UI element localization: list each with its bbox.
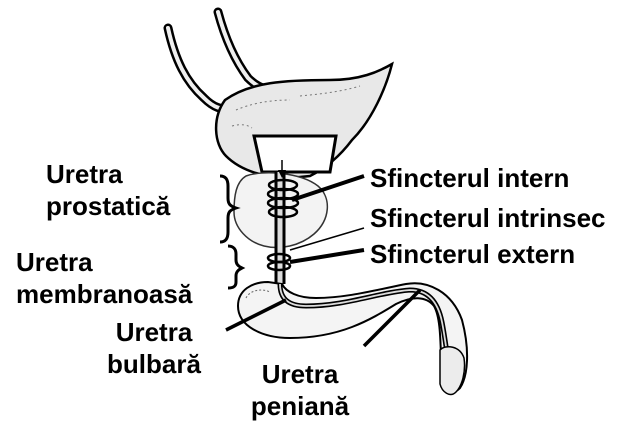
label-uretra-prostatica-line1: Uretra [46, 160, 170, 188]
label-uretra-prostatica-line2: prostatică [46, 192, 170, 220]
label-uretra-bulbara: Uretra bulbară [88, 318, 220, 378]
label-uretra-bulbara-line1: Uretra [88, 318, 220, 346]
leader-sfincter-extern [290, 250, 364, 262]
label-sfincterul-intern: Sfincterul intern [370, 164, 569, 192]
bracket-prostatic [220, 176, 236, 242]
label-uretra-peniana-line2: peniană [240, 392, 360, 420]
label-uretra-peniana-line1: Uretra [240, 360, 360, 388]
right-ureter [218, 12, 268, 90]
bladder-neck-window [254, 136, 336, 172]
left-ureter [168, 28, 230, 109]
label-uretra-membranoasa: Uretra membranoasă [16, 248, 192, 308]
bracket-membranous [228, 246, 242, 288]
label-uretra-membranoasa-line1: Uretra [16, 248, 192, 276]
label-uretra-prostatica: Uretra prostatică [46, 160, 170, 220]
label-sfincterul-extern: Sfincterul extern [370, 240, 575, 268]
label-sfincterul-intrinsec: Sfincterul intrinsec [370, 204, 606, 232]
label-uretra-bulbara-line2: bulbară [88, 350, 220, 378]
label-uretra-membranoasa-line2: membranoasă [16, 280, 192, 308]
label-uretra-peniana: Uretra peniană [240, 360, 360, 420]
